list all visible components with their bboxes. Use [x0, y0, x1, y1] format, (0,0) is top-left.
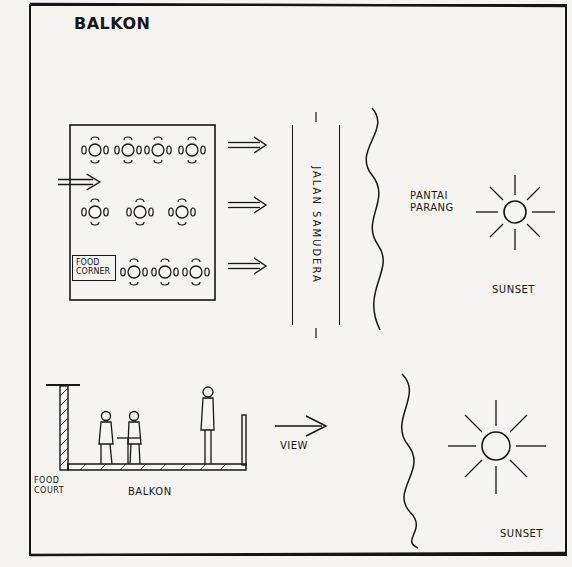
food-corner-box: FOOD CORNER — [72, 255, 116, 281]
balcony-label: BALKON — [128, 486, 172, 497]
view-label: VIEW — [280, 440, 308, 451]
beach-label: PANTAI PARANG — [410, 190, 454, 214]
road-band: JALAN SAMUDERA — [292, 125, 340, 325]
node-text: FOOD CORNER — [76, 258, 110, 276]
title: BALKON — [74, 14, 150, 33]
sunset-label: SUNSET — [500, 528, 543, 539]
food-court-label: FOOD COURT — [34, 476, 64, 495]
sunset-label: SUNSET — [492, 284, 535, 295]
node-text: JALAN SAMUDERA — [310, 166, 322, 284]
